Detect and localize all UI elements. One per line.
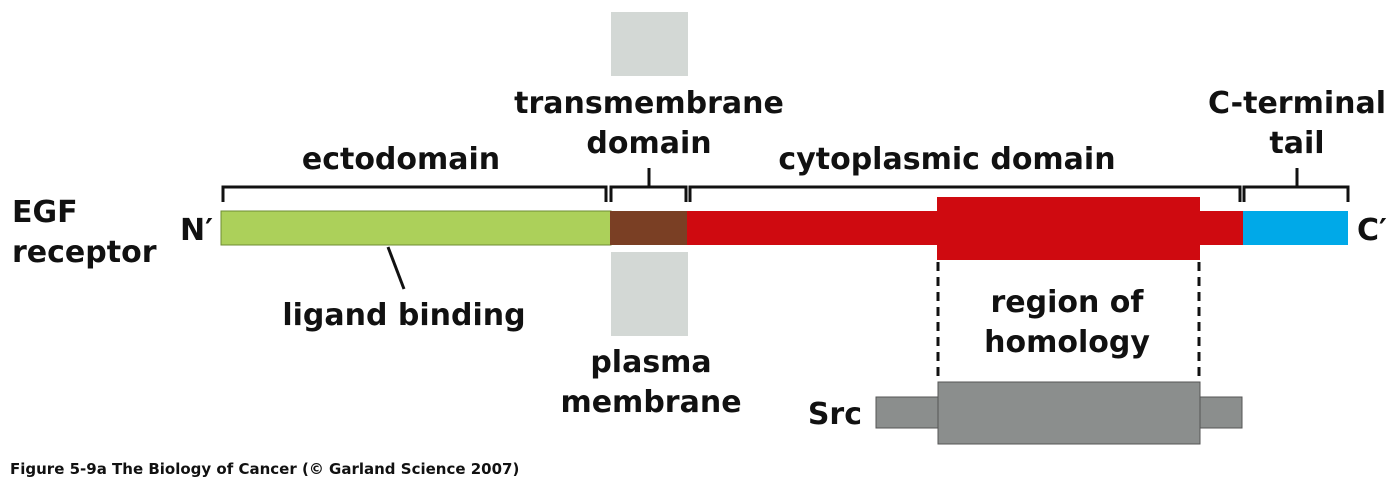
src-label: Src: [808, 397, 862, 432]
ligand-binding-label: ligand binding: [282, 298, 525, 333]
n-terminus-label: N′: [180, 213, 213, 248]
plasma-membrane-label-line1: plasma: [590, 345, 711, 380]
cytoplasmic-bracket: [688, 185, 1242, 202]
src-homology-region: [937, 381, 1201, 445]
kinase-region-segment: [937, 197, 1200, 260]
protein-name-line1: EGF: [12, 195, 78, 230]
ligand-binding-pointer: [386, 246, 406, 290]
homology-label-line2: homology: [984, 325, 1150, 360]
domain-label-transmembrane-line2: domain: [586, 126, 711, 161]
c-terminal-tail-segment: [1243, 211, 1348, 245]
transmembrane-segment: [610, 211, 688, 245]
protein-name-line2: receptor: [12, 235, 157, 270]
domain-label-transmembrane-line1: transmembrane: [514, 86, 784, 121]
figure-caption: Figure 5-9a The Biology of Cancer (© Gar…: [10, 460, 519, 478]
domain-label-c-terminal-line1: C-terminal: [1208, 86, 1386, 121]
ectodomain-segment: [220, 210, 612, 246]
plasma-membrane-lower: [611, 252, 688, 336]
plasma-membrane-label-line2: membrane: [560, 385, 741, 420]
transmembrane-bracket: [609, 168, 688, 202]
homology-label-line1: region of: [991, 285, 1145, 320]
c-terminus-label: C′: [1357, 213, 1387, 248]
ectodomain-bracket: [221, 185, 608, 202]
domain-label-c-terminal-line2: tail: [1269, 126, 1324, 161]
plasma-membrane-upper: [611, 12, 688, 76]
domain-label-ectodomain: ectodomain: [302, 142, 500, 177]
c-terminal-tail-bracket: [1242, 168, 1350, 202]
domain-label-cytoplasmic: cytoplasmic domain: [778, 142, 1115, 177]
